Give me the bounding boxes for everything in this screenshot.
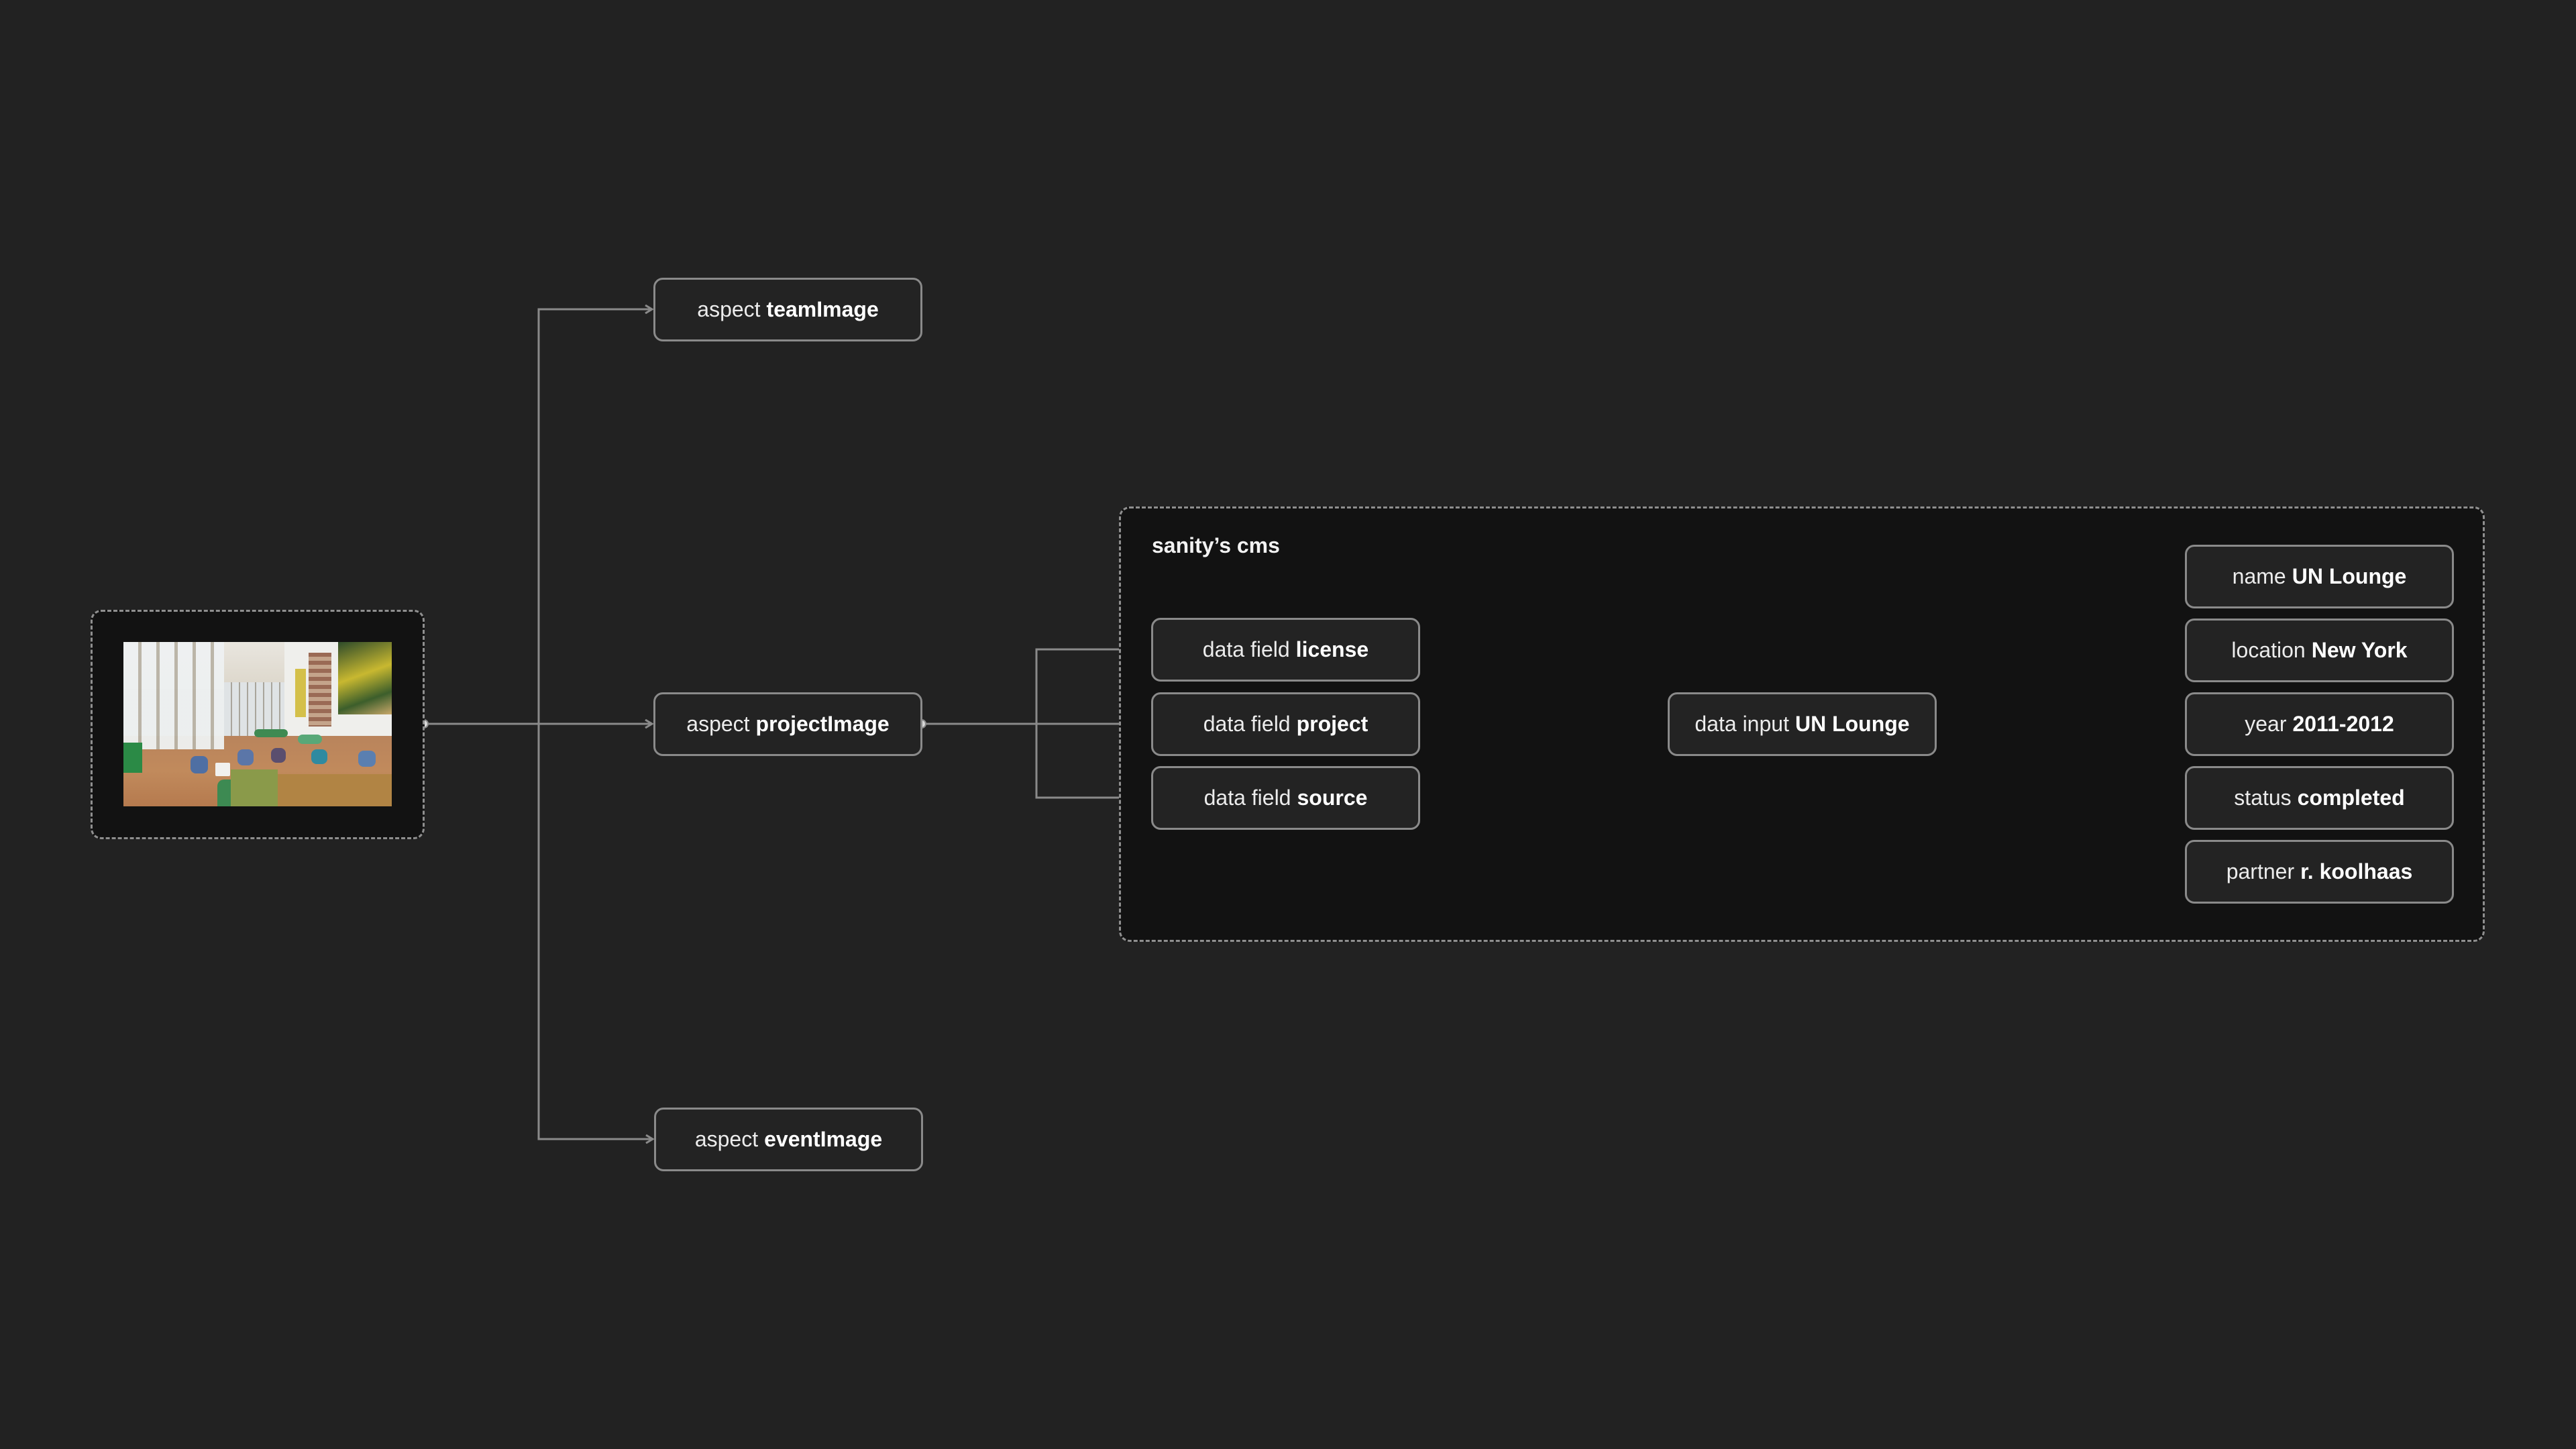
photo-windows xyxy=(123,642,224,749)
node-value: New York xyxy=(2311,638,2408,662)
node-prefix: data field xyxy=(1203,712,1291,736)
data-field-project-node[interactable]: data field project xyxy=(1151,692,1420,756)
node-prefix: data input xyxy=(1695,712,1789,736)
photo-chair xyxy=(298,735,322,744)
node-prefix: data field xyxy=(1203,786,1291,810)
photo-chair xyxy=(311,749,327,764)
photo-mural xyxy=(338,642,392,714)
photo-sofa xyxy=(231,769,278,806)
node-prefix: aspect xyxy=(686,712,750,736)
node-prefix: location xyxy=(2231,638,2306,662)
photo-chair xyxy=(191,756,208,773)
node-prefix: aspect xyxy=(697,297,761,321)
data-field-source-node[interactable]: data field source xyxy=(1151,766,1420,830)
node-value: source xyxy=(1297,786,1368,810)
node-value: UN Lounge xyxy=(2292,564,2407,588)
node-prefix: name xyxy=(2232,564,2286,588)
photo-table xyxy=(215,763,230,776)
photo-chair xyxy=(271,748,286,763)
node-prefix: partner xyxy=(2226,859,2295,883)
photo-tapestry xyxy=(309,653,331,727)
source-photo[interactable] xyxy=(123,642,392,806)
cms-group-label: sanity’s cms xyxy=(1152,533,1280,557)
node-value: r. koolhaas xyxy=(2300,859,2413,883)
node-prefix: status xyxy=(2234,786,2292,810)
node-value: teamImage xyxy=(766,297,879,321)
data-field-license-node[interactable]: data field license xyxy=(1151,618,1420,682)
photo-artwork xyxy=(295,669,306,717)
node-value: completed xyxy=(2297,786,2405,810)
attribute-year-node[interactable]: year 2011-2012 xyxy=(2185,692,2454,756)
node-prefix: aspect xyxy=(694,1127,759,1151)
aspect-eventimage-node[interactable]: aspect eventImage xyxy=(654,1108,923,1171)
node-value: projectImage xyxy=(755,712,890,736)
node-prefix: data field xyxy=(1202,637,1290,661)
attribute-name-node[interactable]: name UN Lounge xyxy=(2185,545,2454,608)
photo-chair xyxy=(237,749,254,765)
photo-chair xyxy=(358,751,376,767)
attribute-location-node[interactable]: location New York xyxy=(2185,619,2454,682)
photo-chair xyxy=(254,729,288,737)
photo-far-windows xyxy=(224,682,284,736)
node-value: eventImage xyxy=(764,1127,883,1151)
node-value: UN Lounge xyxy=(1794,712,1910,736)
node-value: 2011-2012 xyxy=(2292,712,2394,736)
aspect-teamimage-node[interactable]: aspect teamImage xyxy=(653,278,922,341)
data-input-node[interactable]: data input UN Lounge xyxy=(1668,692,1937,756)
attribute-status-node[interactable]: status completed xyxy=(2185,766,2454,830)
node-prefix: year xyxy=(2245,712,2287,736)
photo-sofa xyxy=(278,774,392,806)
photo-green-chair xyxy=(123,743,142,773)
node-value: license xyxy=(1295,637,1369,661)
node-value: project xyxy=(1296,712,1368,736)
aspect-projectimage-node[interactable]: aspect projectImage xyxy=(653,692,922,756)
attribute-partner-node[interactable]: partner r. koolhaas xyxy=(2185,840,2454,904)
